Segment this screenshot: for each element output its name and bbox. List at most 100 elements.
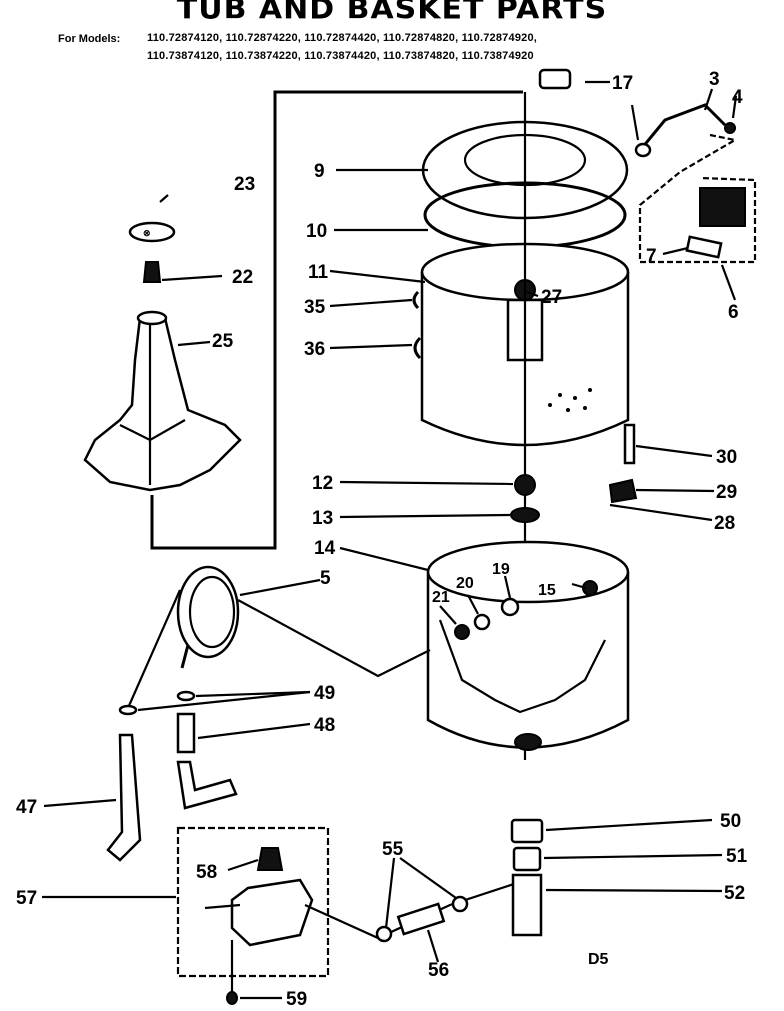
part-29-fitting	[608, 478, 638, 504]
part-25-agitator	[83, 316, 242, 492]
basket-group	[412, 92, 630, 760]
callout-13: 13	[312, 508, 333, 529]
footer-code: D5	[588, 951, 609, 968]
part-57-box	[176, 826, 330, 978]
switch-group	[638, 133, 757, 264]
agitator-fin	[119, 419, 186, 442]
callout-29: 29	[716, 482, 737, 503]
callout-10: 10	[306, 221, 327, 242]
models-label: For Models:	[58, 33, 121, 45]
part-13-washer	[510, 507, 540, 523]
part-5-pump-cover	[176, 565, 240, 659]
part-12-bearing	[514, 474, 536, 496]
callout-48: 48	[314, 715, 335, 736]
part-17-clip	[538, 68, 572, 90]
callout-9: 9	[314, 161, 325, 182]
callout-59: 59	[286, 989, 307, 1010]
leader-lines	[42, 80, 738, 1000]
part-6-switch	[699, 187, 746, 227]
callout-23: 23	[234, 174, 255, 195]
part-22-bolt	[142, 261, 162, 283]
part-51	[512, 846, 542, 872]
callout-30: 30	[716, 447, 737, 468]
callout-27: 27	[541, 287, 562, 308]
pump-body	[230, 878, 314, 947]
outer-tub-bottom	[438, 619, 606, 714]
callout-49: 49	[314, 683, 335, 704]
callout-50: 50	[720, 811, 741, 832]
callout-47: 47	[16, 797, 37, 818]
tub-ring-group	[421, 68, 736, 249]
pump-cover-inner	[188, 575, 236, 649]
part-47-hose	[106, 733, 142, 862]
models-list-line-1: 110.72874120, 110.72874220, 110.72874420…	[147, 32, 538, 44]
callout-51: 51	[726, 846, 748, 867]
svg-text:⊗: ⊗	[143, 228, 151, 238]
part-7-gasket	[685, 235, 723, 259]
callout-58: 58	[196, 862, 217, 883]
outer-tub-drain	[514, 733, 542, 751]
part-19	[500, 597, 520, 617]
part-6-outline	[638, 133, 757, 264]
callout-7: 7	[646, 246, 657, 267]
assembly-bracket-line	[150, 90, 523, 550]
part-49-clamp-b	[176, 690, 196, 702]
part-49-clamp-a	[118, 704, 138, 716]
callout-21: 21	[432, 589, 450, 606]
part-4-nut	[724, 122, 736, 134]
drive-stack-group	[510, 818, 544, 937]
callout-11: 11	[308, 262, 329, 283]
callout-6: 6	[728, 302, 739, 323]
part-20	[473, 613, 491, 631]
callout-17: 17	[612, 73, 633, 94]
agitator-group: ⊗	[83, 90, 523, 550]
part-59-screw	[226, 991, 238, 1005]
pump-assembly-group	[176, 826, 521, 1005]
callout-36: 36	[304, 339, 325, 360]
callout-labels: 23 22 25 9 10 11 35 36 27 17 3 4 7 6 12 …	[16, 69, 748, 1010]
outer-tub-group	[426, 540, 630, 751]
part-36	[413, 336, 422, 360]
models-list-line-2: 110.73874120, 110.73874220, 110.73874420…	[147, 50, 534, 62]
callout-5: 5	[320, 568, 331, 589]
drive-parts-group	[510, 423, 713, 523]
callout-22: 22	[232, 267, 253, 288]
pump-outlet	[180, 644, 190, 669]
part-30-hose	[623, 423, 636, 465]
part-23-cap	[128, 221, 176, 243]
pump-hose-group	[106, 565, 431, 862]
callout-20: 20	[456, 575, 474, 592]
callout-25: 25	[212, 331, 234, 352]
agitator-top	[136, 310, 168, 326]
callout-15: 15	[538, 582, 556, 599]
pump-shaft	[204, 903, 241, 910]
pump-to-tub-line	[237, 599, 431, 678]
part-58-cap	[256, 847, 284, 871]
page-title: TUB AND BASKET PARTS	[176, 0, 608, 27]
part-35	[412, 290, 420, 310]
part-48-hose	[176, 712, 196, 754]
callout-3: 3	[709, 69, 720, 90]
callout-28: 28	[714, 513, 735, 534]
callout-57: 57	[16, 888, 37, 909]
callout-14: 14	[314, 538, 336, 559]
part-55-clamp-a	[375, 925, 393, 943]
part-48-hose-elbow	[176, 760, 238, 810]
part-21	[454, 624, 470, 640]
callout-35: 35	[304, 297, 326, 318]
callout-12: 12	[312, 473, 333, 494]
part-55-clamp-b	[451, 895, 469, 913]
callout-52: 52	[724, 883, 745, 904]
basket-perforations	[548, 388, 592, 412]
part-50	[510, 818, 544, 844]
callout-4: 4	[732, 87, 743, 108]
callout-19: 19	[492, 561, 510, 578]
outer-tub-rim	[426, 540, 630, 604]
part-56-hose	[396, 902, 446, 936]
part-52-shaft	[511, 873, 543, 937]
part-3-hose	[640, 103, 727, 149]
part-28-leader	[609, 503, 713, 522]
callout-56: 56	[428, 960, 449, 981]
callout-55: 55	[382, 839, 404, 860]
